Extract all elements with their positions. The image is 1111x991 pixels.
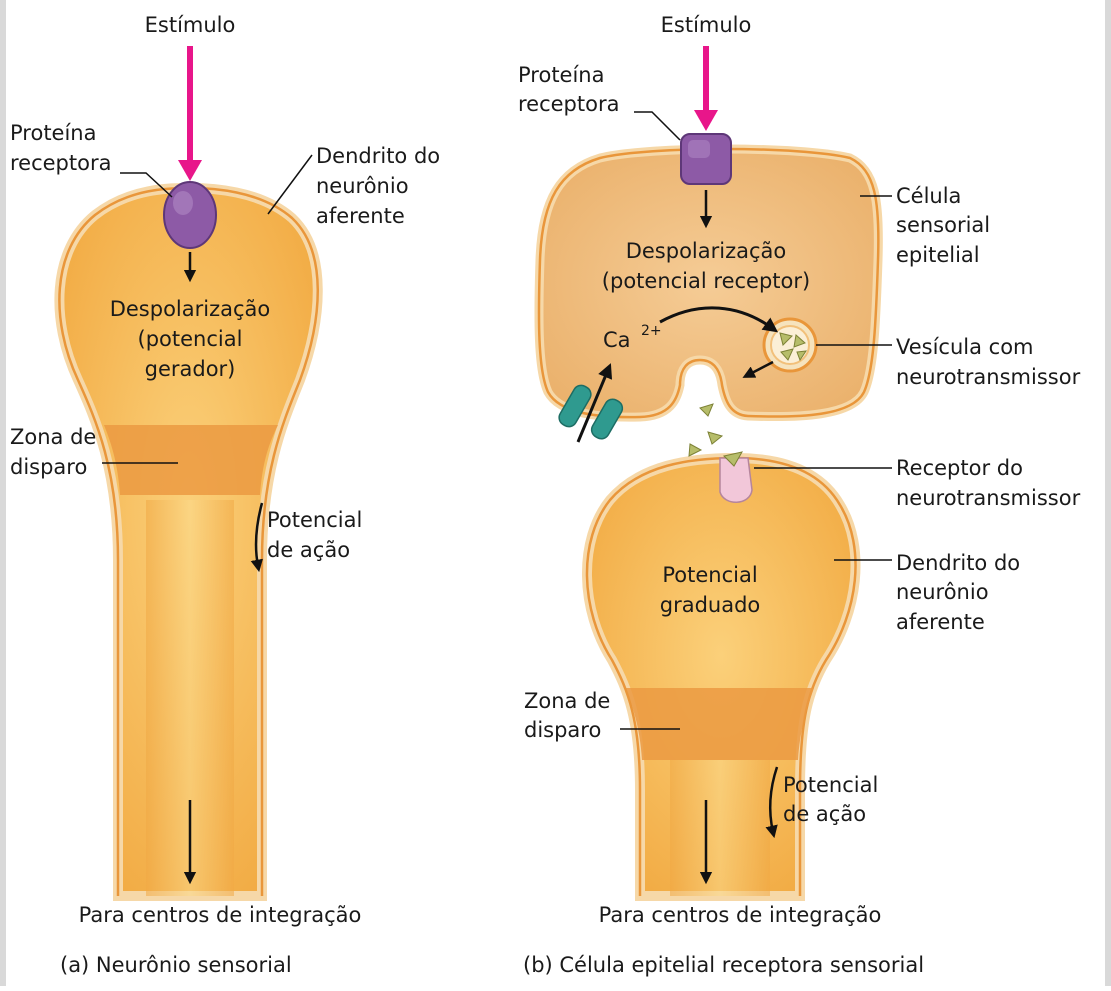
page-frame — [0, 0, 1111, 986]
diagram-stage: Estímulo Proteína receptora Dendrito do … — [0, 0, 1111, 986]
